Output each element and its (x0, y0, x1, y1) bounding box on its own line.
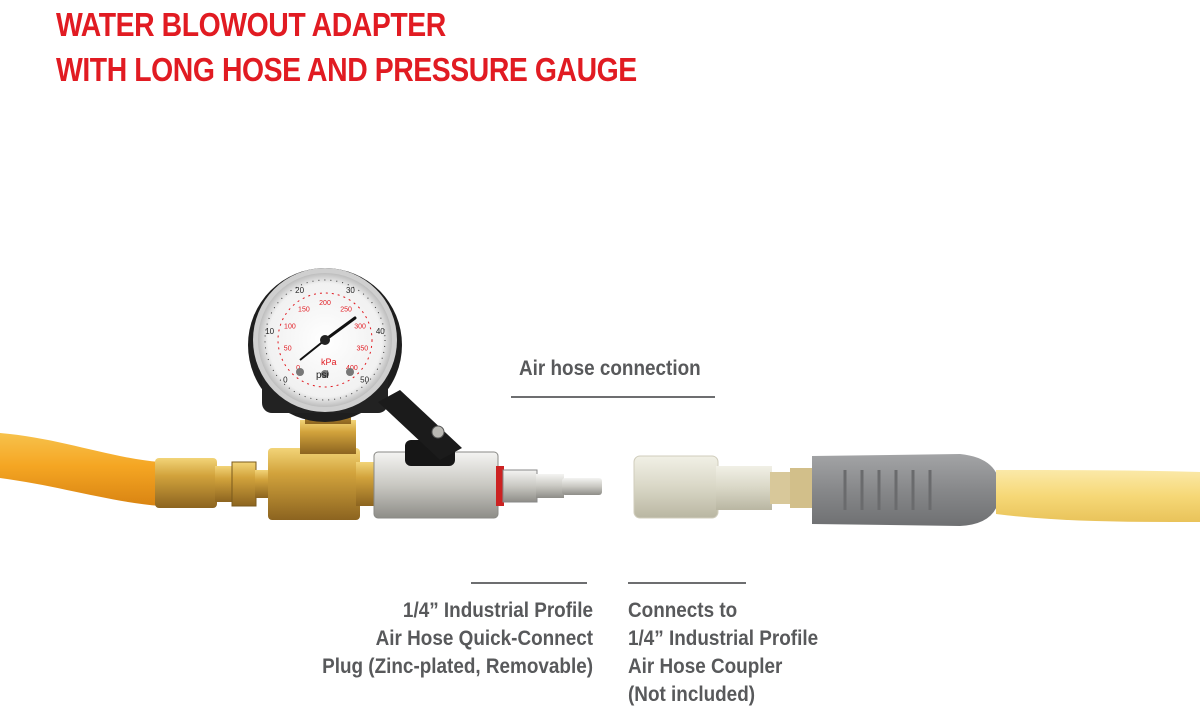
left-hose (0, 433, 160, 506)
gauge-kpa-tick: 50 (284, 345, 292, 352)
plug-caption-line-2: Air Hose Quick-Connect (375, 627, 593, 650)
plug-caption-line-1: 1/4” Industrial Profile (402, 599, 593, 622)
gauge-kpa-label: kPa (321, 357, 337, 367)
product-title: WATER BLOWOUT ADAPTER WITH LONG HOSE AND… (56, 2, 637, 92)
gauge-kpa-tick: 250 (340, 306, 352, 313)
hex-nut (231, 461, 257, 507)
gauge-kpa-tick: 0 (296, 365, 300, 372)
air-hose-connection-label: Air hose connection (519, 357, 701, 380)
gauge-kpa-tick: 150 (298, 306, 310, 313)
gauge-psi-tick: 0 (283, 376, 288, 385)
gauge-kpa-tick: 100 (284, 324, 296, 331)
coupler-rule (628, 582, 746, 584)
gauge-psi-tick: 10 (265, 327, 274, 336)
gauge-kpa-tick: 200 (319, 300, 331, 307)
coupler-caption-line-2: 1/4” Industrial Profile (628, 627, 819, 650)
gauge-psi-tick: 40 (376, 327, 385, 336)
valve-handle (378, 390, 462, 460)
gauge-kpa-tick: 300 (354, 324, 366, 331)
gauge-psi-label: psi (316, 370, 329, 381)
hose-ferrule (155, 458, 217, 508)
title-line-2: WITH LONG HOSE AND PRESSURE GAUGE (56, 51, 637, 88)
coupler-caption: Connects to 1/4” Industrial Profile Air … (628, 597, 818, 709)
plug-rule (471, 582, 587, 584)
gauge-psi-tick: 30 (346, 286, 355, 295)
coupler-sleeve (633, 455, 719, 519)
plug-caption: 1/4” Industrial Profile Air Hose Quick-C… (322, 597, 593, 681)
gauge-kpa-tick: 400 (346, 365, 358, 372)
title-line-1: WATER BLOWOUT ADAPTER (56, 6, 446, 43)
coupler-caption-line-1: Connects to (628, 599, 738, 622)
coupler-caption-line-3: Air Hose Coupler (628, 655, 783, 678)
gauge-psi-tick: 50 (360, 376, 369, 385)
right-hose (996, 470, 1200, 522)
plug-caption-line-3: Plug (Zinc-plated, Removable) (322, 655, 593, 678)
coupler-grip (812, 454, 1000, 526)
gauge-scale: 0 10 20 30 40 50 0 50 100 150 200 250 300 350 400 (265, 286, 385, 385)
coupler-caption-line-4: (Not included) (628, 683, 756, 706)
gauge-kpa-tick: 350 (356, 345, 368, 352)
air-hose-connection-rule (511, 396, 715, 398)
quick-connect-plug (502, 469, 538, 503)
gauge-psi-tick: 20 (295, 286, 304, 295)
brass-tee (268, 448, 360, 520)
gauge-needle (323, 316, 357, 342)
